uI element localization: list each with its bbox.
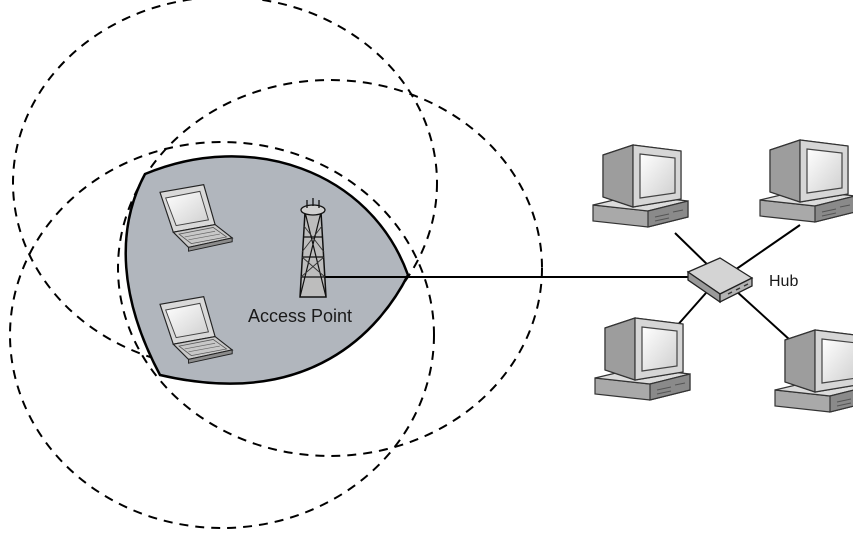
hub-to-pc-bottom-right-link bbox=[734, 289, 791, 341]
hub-label: Hub bbox=[769, 273, 798, 290]
coverage-circle-bottom bbox=[9, 141, 435, 529]
hub-to-pc-top-right-link bbox=[731, 224, 801, 273]
desktop-computer-icon bbox=[774, 329, 853, 413]
access-point-label: Access Point bbox=[248, 306, 352, 326]
coverage-circle-right bbox=[117, 79, 543, 457]
antenna-tower-icon bbox=[299, 198, 327, 298]
desktop-computer-icon bbox=[759, 139, 853, 223]
desktop-computer-icon bbox=[592, 144, 689, 228]
network-hub-icon bbox=[686, 257, 754, 304]
network-links bbox=[323, 224, 801, 341]
desktop-computer-icon bbox=[594, 317, 691, 401]
